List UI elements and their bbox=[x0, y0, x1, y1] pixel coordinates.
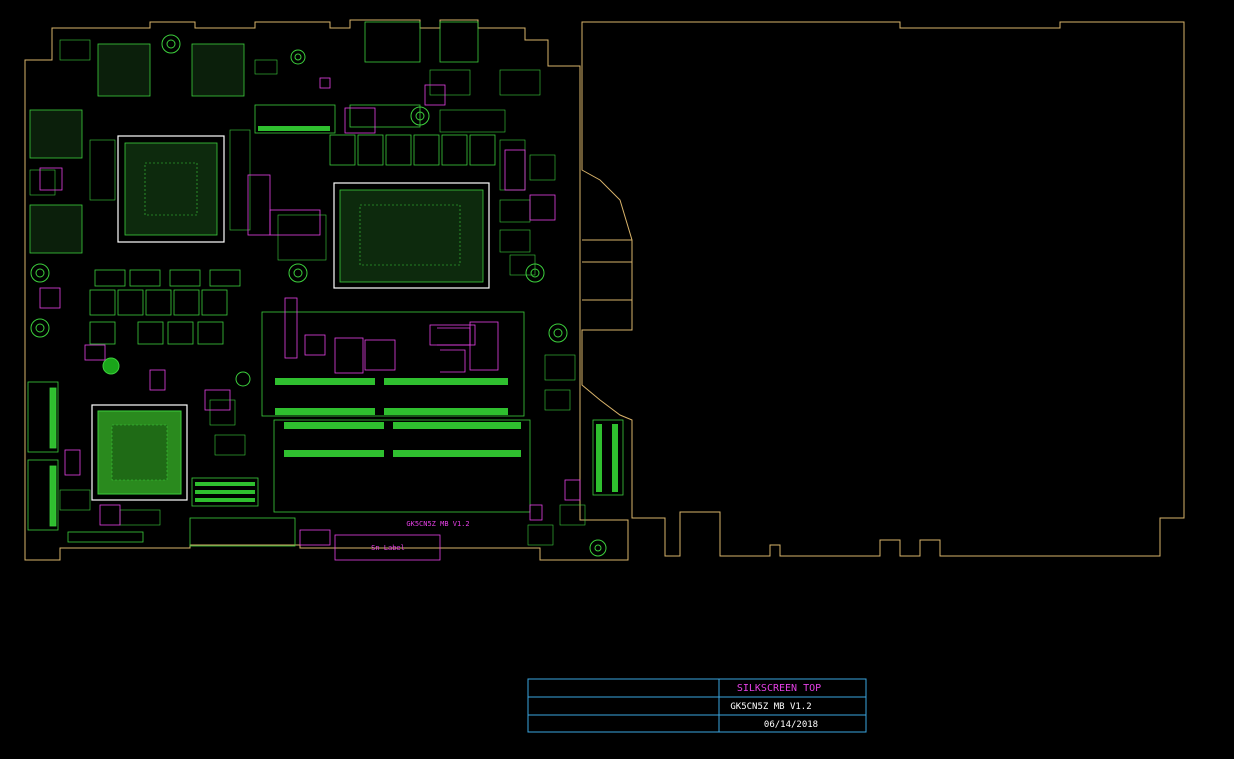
power-stage-left bbox=[89, 269, 241, 345]
pin-header-pins bbox=[195, 482, 255, 502]
gpu-chip bbox=[117, 135, 225, 243]
filled-pad bbox=[102, 357, 120, 375]
bottom-connector bbox=[67, 531, 144, 543]
cpu-chip bbox=[333, 182, 490, 289]
m2-connector bbox=[592, 419, 624, 496]
title-block-date: 06/14/2018 bbox=[764, 720, 818, 730]
small-components-green bbox=[29, 39, 586, 546]
title-block bbox=[527, 678, 867, 733]
sn-label-text: Sn Label bbox=[371, 544, 405, 552]
sn-label-box bbox=[334, 534, 441, 561]
board-tabs bbox=[582, 239, 632, 301]
pch-chip bbox=[91, 404, 188, 501]
board-name-label: GK5CN5Z MB V1.2 bbox=[406, 520, 469, 528]
secondary-board-outline bbox=[581, 21, 1185, 557]
pin-header bbox=[191, 477, 259, 507]
main-board-outline bbox=[24, 19, 629, 561]
silk-markings bbox=[39, 77, 581, 546]
left-connectors bbox=[27, 381, 59, 531]
ram-slot-1 bbox=[261, 311, 525, 417]
top-connector-pins bbox=[258, 126, 330, 131]
power-stage-top bbox=[329, 134, 496, 166]
ram-slot-2 bbox=[273, 419, 531, 513]
bottom-connector-2 bbox=[189, 517, 296, 547]
vram-chips bbox=[29, 43, 245, 254]
top-connectors bbox=[254, 21, 479, 134]
title-block-board: GK5CN5Z MB V1.2 bbox=[730, 702, 811, 712]
title-block-layer: SILKSCREEN TOP bbox=[737, 683, 821, 694]
